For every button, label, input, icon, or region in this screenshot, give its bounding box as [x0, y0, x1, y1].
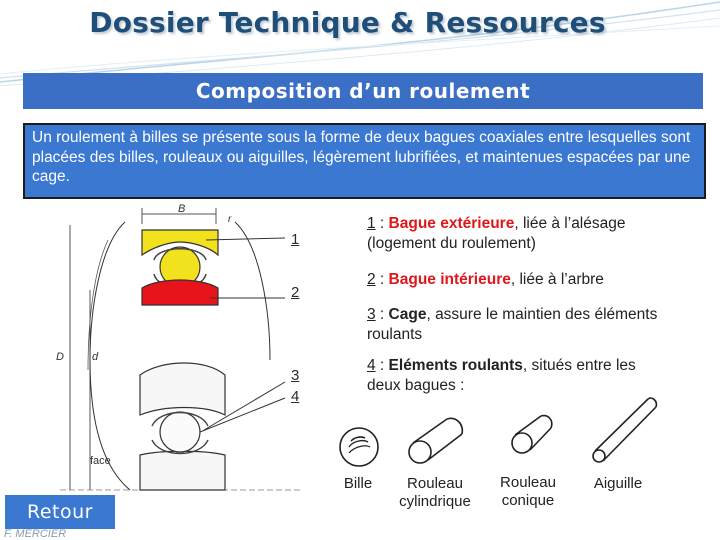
inner-ring-section: [141, 279, 219, 306]
back-button[interactable]: Retour: [5, 495, 115, 529]
item-inner-ring: 2 : Bague intérieure, liée à l’arbre: [367, 271, 604, 288]
ball-icon: [339, 427, 379, 467]
callout-2: 2: [291, 284, 300, 301]
tapered-roller-icon: [511, 414, 553, 454]
cylindrical-roller-icon: [408, 417, 464, 464]
dimension-r-label: r: [228, 214, 232, 225]
callout-3: 3: [291, 367, 300, 384]
bearing-diagram: B r D d face: [56, 203, 300, 491]
section-title-bar: Composition d’un roulement: [23, 73, 703, 109]
face-label: face: [90, 455, 111, 467]
label-needle: Aiguille: [593, 475, 643, 492]
item-cage: 3 : Cage, assure le maintien des élément…: [367, 306, 658, 343]
dimension-D-label: D: [56, 351, 64, 363]
callout-4: 4: [291, 388, 300, 405]
callout-1: 1: [291, 231, 300, 248]
page-title: Dossier Technique & Ressources: [89, 6, 606, 39]
item-rolling-elements: 4 : Eléments roulants, situés entre les …: [367, 357, 636, 394]
author-credit: F. MERCIER: [4, 528, 67, 540]
item-outer-ring: 1 : Bague extérieure, liée à l’alésage (…: [367, 215, 626, 252]
label-cylindrical-roller: Rouleau cylindrique: [399, 475, 471, 510]
dimension-d-label: d: [92, 351, 99, 363]
intro-text-box: Un roulement à billes se présente sous l…: [23, 123, 706, 199]
outer-ring-section: [141, 229, 219, 257]
label-ball: Bille: [343, 475, 373, 492]
needle-icon: [592, 397, 658, 463]
label-tapered-roller: Rouleau conique: [500, 474, 556, 509]
dimension-b-label: B: [178, 203, 185, 215]
